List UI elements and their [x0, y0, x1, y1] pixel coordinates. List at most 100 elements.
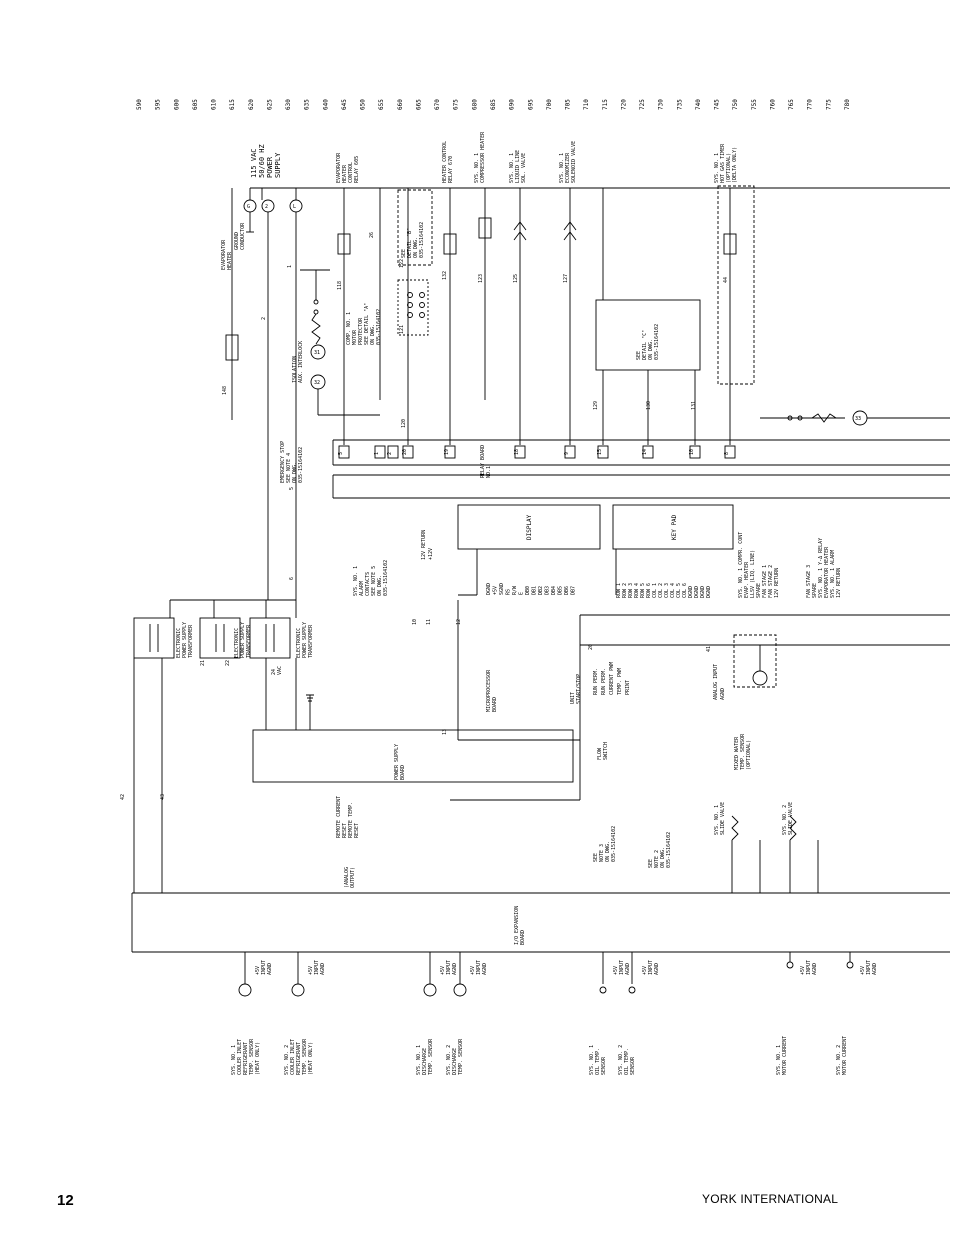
sensor-label: (HEAT ONLY) — [255, 1042, 261, 1075]
display-pin: DB6 — [564, 586, 570, 595]
cr2-chain: 33 — [760, 410, 950, 426]
emergency-stop-label: 035-15164102 — [298, 447, 304, 483]
mixed-water-label: MIXED WATER — [734, 736, 740, 770]
display-pin: DB0 — [525, 586, 531, 595]
start-stop-label: UNIT — [570, 692, 576, 704]
wire-number: 130 — [646, 401, 652, 410]
line-number: 750 — [732, 99, 739, 110]
keypad-pin: COL 1 — [652, 583, 658, 598]
wire-number: 43 — [160, 794, 166, 800]
keypad-pin: COL 3 — [664, 583, 670, 598]
transformers — [133, 599, 314, 730]
page-number: 12 — [57, 1192, 74, 1209]
relay-terminal-number: 9 — [564, 452, 570, 455]
relay-terminal — [402, 445, 414, 459]
display-box — [457, 504, 601, 550]
line-number: 740 — [695, 99, 702, 110]
line-number: 715 — [602, 99, 609, 110]
sensor-pin: AGND — [267, 963, 273, 975]
terminal-31 — [310, 344, 326, 360]
remote-reset-label: RESET — [354, 823, 360, 838]
relay-terminal — [564, 445, 576, 459]
relay-terminal — [514, 445, 526, 459]
sensor-label: TEMP. SENSOR — [428, 1038, 434, 1075]
sensor-pin: +5V — [642, 966, 648, 975]
line-number: 685 — [490, 99, 497, 110]
evap-heater-relay-label: RELAY 605 — [354, 156, 360, 183]
relay-board-label: RELAY BOARD — [480, 445, 486, 478]
wire-number: 121 — [399, 325, 405, 334]
sensor-pin: INPUT — [648, 960, 654, 975]
j3-pin: LLSV (LIQ. LINE) — [750, 550, 756, 598]
sensor-pin: +5V — [860, 966, 866, 975]
thermistor-icon — [291, 983, 305, 997]
svg-text:33: 33 — [855, 416, 861, 422]
line-number: 755 — [751, 99, 758, 110]
slide-valve-label: SLIDE VALVE — [720, 802, 726, 835]
motor-protector — [397, 279, 429, 336]
sensor-icon — [628, 986, 636, 994]
sensor-label: COOLER INLET — [290, 1039, 296, 1075]
emergency-stop-label: ON DWG. — [292, 462, 298, 483]
j3-pin: EVAP. HEATER — [744, 561, 750, 598]
line-number: 665 — [415, 99, 422, 110]
micro-j4-pin: PRINT — [625, 680, 631, 695]
sensor-label: SYS. NO. 1 — [416, 1045, 422, 1075]
wire-number: 11 — [426, 619, 432, 625]
relay-terminal — [387, 445, 399, 459]
keypad-pin: ROW 3 — [628, 583, 634, 598]
liquid-line-label: SYS. NO. 1 — [509, 153, 515, 183]
thermistor-icon — [453, 983, 467, 997]
sensor-pin: +5V — [470, 966, 476, 975]
detail-b-box — [397, 189, 433, 266]
power-supply-board-label: POWER SUPPLY — [394, 744, 400, 780]
sensor-pin: INPUT — [476, 960, 482, 975]
io-expansion-label: BOARD — [520, 930, 526, 945]
line-number: 620 — [248, 99, 255, 110]
micro-j4-pin: CURRENT PWM — [609, 662, 615, 695]
heater-3htr — [225, 334, 239, 361]
detail-a-label: COMP. NO. 1 — [346, 312, 352, 345]
j3-pin: SYS. NO. 1 COMPR. CONT — [738, 532, 744, 598]
relay-terminal — [597, 445, 609, 459]
thermistor-icon — [423, 983, 437, 997]
display-pin: +5V — [493, 586, 499, 595]
line-number: 690 — [509, 99, 516, 110]
alarm-contacts-label: CONTACTS — [365, 572, 371, 596]
transformer-label: POWER SUPPLY — [182, 622, 188, 658]
svg-text:31: 31 — [314, 350, 320, 356]
keypad-pin: ROW 4 — [634, 583, 640, 598]
display-pin: RS — [506, 589, 512, 595]
alarm-contacts-label: 035-15164102 — [383, 560, 389, 596]
detail-c-label: ON DWG. — [648, 339, 654, 360]
relay-terminal — [642, 445, 654, 459]
sensor-label: OIL TEMP. — [595, 1048, 601, 1075]
j9-pin: FAN STAGE 3 — [806, 565, 812, 598]
alarm-contacts-label: ON DWG. — [377, 575, 383, 596]
economizer-label: SOLENOID VALVE — [571, 141, 577, 183]
line-number: 700 — [546, 99, 553, 110]
alarm-contacts-label: ALARM — [359, 581, 365, 596]
line-number: 760 — [769, 99, 776, 110]
emergency-stop-label: EMERGENCY STOP — [280, 441, 286, 483]
bus-drops — [343, 188, 731, 445]
keypad-pin: COL 4 — [670, 583, 676, 598]
display-pin: DB1 — [532, 586, 538, 595]
sensor-label: (HEAT ONLY) — [308, 1042, 314, 1075]
wire-number: 2 — [261, 317, 267, 320]
sensor-icon — [599, 986, 607, 994]
keypad-pin: DGND — [700, 586, 706, 598]
detail-b-label: ON DWG. — [413, 237, 419, 258]
io-expansion-label: I/O EXPANSION — [514, 906, 520, 945]
note-3-label: NOTE 3 — [599, 844, 605, 862]
wire-number: 118 — [337, 281, 343, 290]
sensor-pin: INPUT — [866, 960, 872, 975]
mixed-water-label: TEMP. SENSOR — [740, 733, 746, 770]
microprocessor-label: MICROPROCESSOR — [486, 669, 492, 712]
j3-pin: 12V RETURN — [774, 568, 780, 598]
line-number: 675 — [453, 99, 460, 110]
display-pin: DGND — [486, 583, 492, 595]
detail-c-label: SEE — [636, 351, 642, 360]
power-supply-board — [252, 729, 574, 783]
